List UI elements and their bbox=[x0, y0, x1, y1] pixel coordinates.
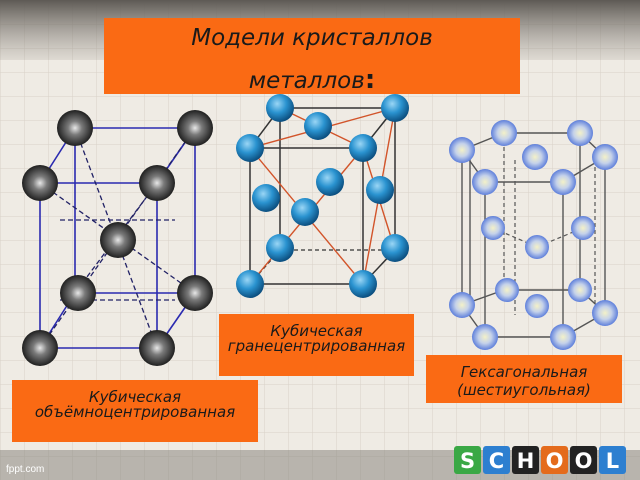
fcc-atom bbox=[349, 134, 377, 162]
fcc-atom bbox=[366, 176, 394, 204]
hex-label: Гексагональная (шестиугольная) bbox=[426, 355, 622, 403]
school-logo-letter: H bbox=[517, 449, 535, 473]
hex-atom bbox=[592, 300, 618, 326]
bcc-label: Кубическая объёмноцентрированная bbox=[12, 380, 258, 442]
hex-atom bbox=[495, 278, 519, 302]
bcc-atom bbox=[22, 330, 58, 366]
hex-atom bbox=[525, 235, 549, 259]
bcc-atom bbox=[57, 110, 93, 146]
school-logo-letter: S bbox=[460, 449, 475, 473]
watermark: fppt.com bbox=[6, 464, 45, 475]
fcc-atom bbox=[381, 94, 409, 122]
hex-atom bbox=[449, 292, 475, 318]
fcc-atom bbox=[252, 184, 280, 212]
slide-title: Модели кристаллов металлов: bbox=[104, 18, 520, 96]
fcc-atom bbox=[266, 94, 294, 122]
bcc-atom bbox=[139, 330, 175, 366]
school-logo-tile bbox=[512, 446, 539, 474]
fcc-atom bbox=[381, 234, 409, 262]
hex-atom bbox=[522, 144, 548, 170]
school-logo-letter: L bbox=[606, 449, 619, 473]
school-logo-letter: C bbox=[489, 449, 504, 473]
fcc-atom bbox=[316, 168, 344, 196]
hex-atom bbox=[571, 216, 595, 240]
school-logo-letter: O bbox=[575, 449, 593, 473]
hex-atom bbox=[481, 216, 505, 240]
fcc-atom bbox=[236, 134, 264, 162]
fcc-atom bbox=[236, 270, 264, 298]
fcc-atom bbox=[304, 112, 332, 140]
fcc-atom bbox=[266, 234, 294, 262]
school-logo-tile bbox=[570, 446, 597, 474]
title-colon: : bbox=[364, 65, 376, 96]
hex-atom bbox=[567, 120, 593, 146]
hex-atom bbox=[550, 324, 576, 350]
hex-atom bbox=[525, 294, 549, 318]
fcc-atom bbox=[349, 270, 377, 298]
bcc-atom bbox=[60, 275, 96, 311]
hex-atom bbox=[472, 324, 498, 350]
hex-atom bbox=[449, 137, 475, 163]
school-logo-tile bbox=[599, 446, 626, 474]
school-logo-tile bbox=[483, 446, 510, 474]
hex-atom bbox=[550, 169, 576, 195]
fcc-atom bbox=[291, 198, 319, 226]
bcc-atom bbox=[22, 165, 58, 201]
title-line-2: металлов bbox=[248, 68, 365, 95]
bcc-atom bbox=[177, 275, 213, 311]
title-line-1: Модели кристаллов bbox=[191, 25, 433, 51]
hex-atom bbox=[568, 278, 592, 302]
bcc-atom bbox=[139, 165, 175, 201]
hex-atom bbox=[491, 120, 517, 146]
fcc-label: Кубическая гранецентрированная bbox=[219, 314, 414, 376]
bcc-atom bbox=[177, 110, 213, 146]
hex-atom bbox=[472, 169, 498, 195]
school-logo-letter: O bbox=[546, 449, 564, 473]
bcc-atom bbox=[100, 222, 136, 258]
hex-atom bbox=[592, 144, 618, 170]
school-logo-tile bbox=[541, 446, 568, 474]
school-logo-tile bbox=[454, 446, 481, 474]
